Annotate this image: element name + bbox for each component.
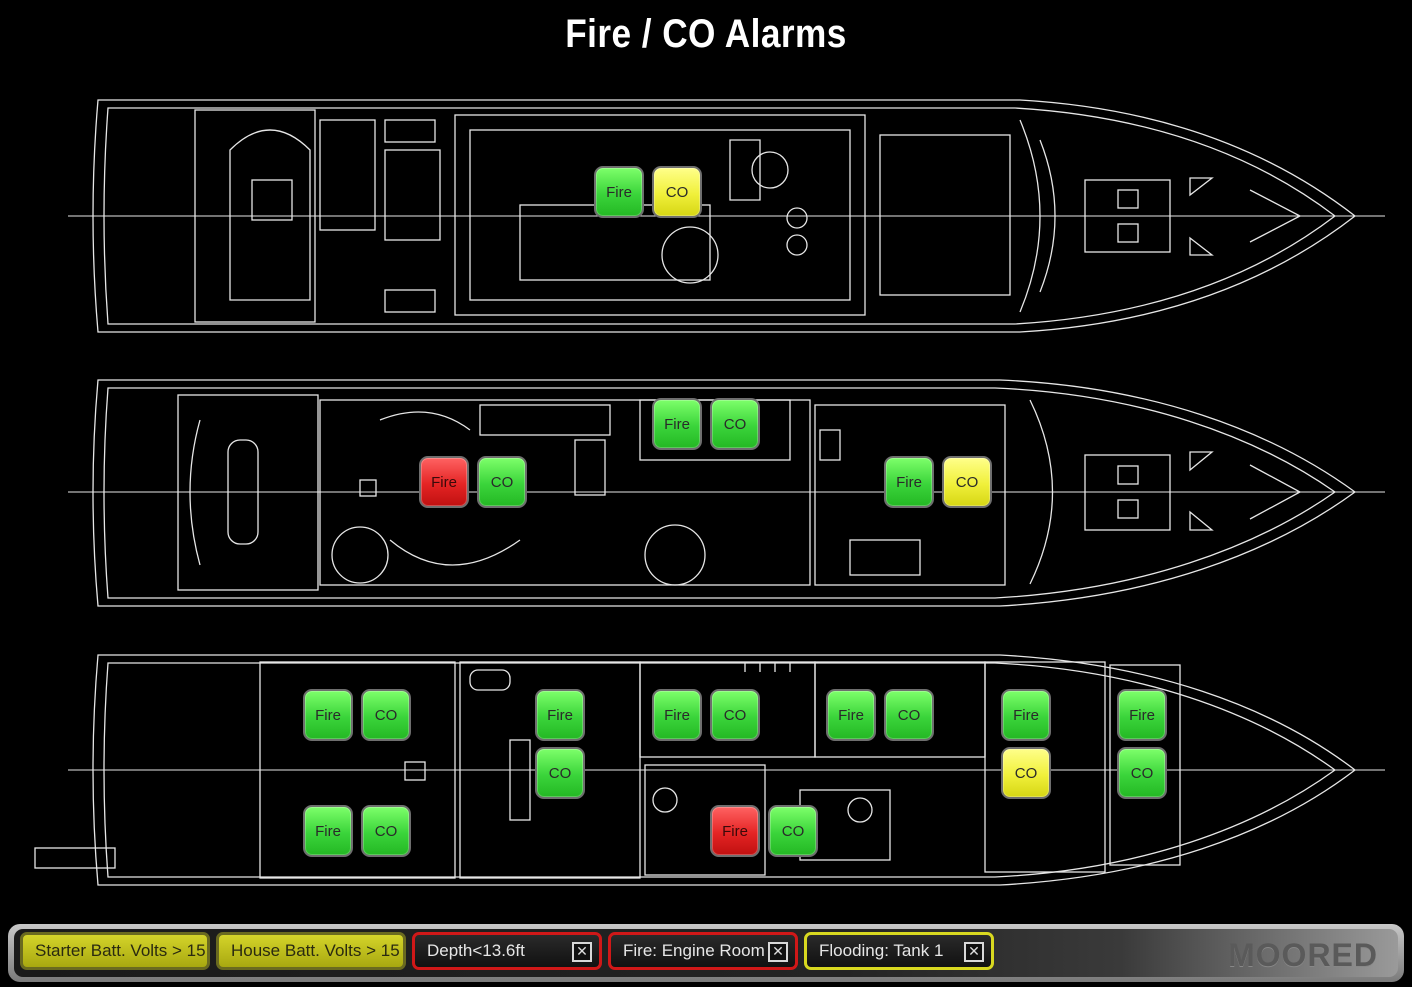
yacht-deck-plans [34,99,1385,886]
dismiss-icon[interactable]: ✕ [572,942,592,962]
lower-co-sensor-7[interactable]: CO [1117,747,1167,799]
alarm-bar-track: Starter Batt. Volts > 15 House Batt. Vol… [14,929,1398,977]
alarm-depth[interactable]: Depth<13.6ft ✕ [412,932,602,970]
main-fire-sensor-2[interactable]: Fire [652,398,702,450]
alarm-flooding-tank[interactable]: Flooding: Tank 1 ✕ [804,932,994,970]
lower-fire-sensor-5[interactable]: Fire [826,689,876,741]
lower-fire-sensor-4[interactable]: Fire [652,689,702,741]
lower-fire-sensor-8[interactable]: Fire [710,805,760,857]
main-co-sensor-2[interactable]: CO [710,398,760,450]
lower-co-sensor-8[interactable]: CO [768,805,818,857]
lower-co-sensor-2[interactable]: CO [361,805,411,857]
alarm-fire-engine-room[interactable]: Fire: Engine Room ✕ [608,932,798,970]
upper-deck-plan [68,99,1385,333]
alarm-starter-batt[interactable]: Starter Batt. Volts > 15 [20,932,210,970]
main-co-sensor-1[interactable]: CO [477,456,527,508]
lower-fire-sensor-6[interactable]: Fire [1001,689,1051,741]
lower-fire-sensor-7[interactable]: Fire [1117,689,1167,741]
lower-fire-sensor-1[interactable]: Fire [303,689,353,741]
alarm-label: Fire: Engine Room [623,941,765,960]
lower-co-sensor-1[interactable]: CO [361,689,411,741]
alarm-label: Starter Batt. Volts > 15 [35,941,206,960]
main-fire-sensor-1[interactable]: Fire [419,456,469,508]
main-deck-plan [68,379,1385,607]
upper-fire-sensor[interactable]: Fire [594,166,644,218]
main-co-sensor-3[interactable]: CO [942,456,992,508]
vessel-status: MOORED [1228,937,1378,973]
lower-co-sensor-5[interactable]: CO [884,689,934,741]
lower-co-sensor-6[interactable]: CO [1001,747,1051,799]
alarm-label: House Batt. Volts > 15 [231,941,400,960]
alarm-label: Flooding: Tank 1 [819,941,944,960]
alarm-bar: Starter Batt. Volts > 15 House Batt. Vol… [8,924,1404,982]
lower-co-sensor-3[interactable]: CO [535,747,585,799]
lower-fire-sensor-2[interactable]: Fire [303,805,353,857]
main-fire-sensor-3[interactable]: Fire [884,456,934,508]
dismiss-icon[interactable]: ✕ [768,942,788,962]
alarm-house-batt[interactable]: House Batt. Volts > 15 [216,932,406,970]
lower-co-sensor-4[interactable]: CO [710,689,760,741]
lower-fire-sensor-3[interactable]: Fire [535,689,585,741]
page-title: Fire / CO Alarms [565,12,847,56]
dismiss-icon[interactable]: ✕ [964,942,984,962]
alarm-label: Depth<13.6ft [427,941,525,960]
upper-co-sensor[interactable]: CO [652,166,702,218]
